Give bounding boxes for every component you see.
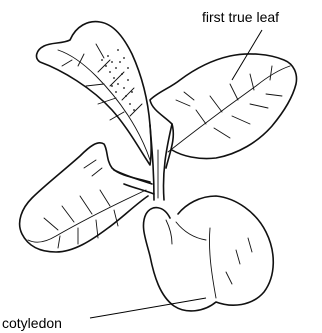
cotyledon: [143, 196, 273, 311]
seedling-stem: [114, 124, 172, 200]
left-true-leaf: [20, 143, 150, 252]
upper-left-true-leaf: [37, 22, 152, 165]
first-true-leaf-label: first true leaf: [202, 9, 279, 25]
cotyledon-label: cotyledon: [2, 315, 62, 331]
upper-right-true-leaf: [150, 54, 297, 168]
cotyledon-leader-line: [90, 298, 206, 318]
